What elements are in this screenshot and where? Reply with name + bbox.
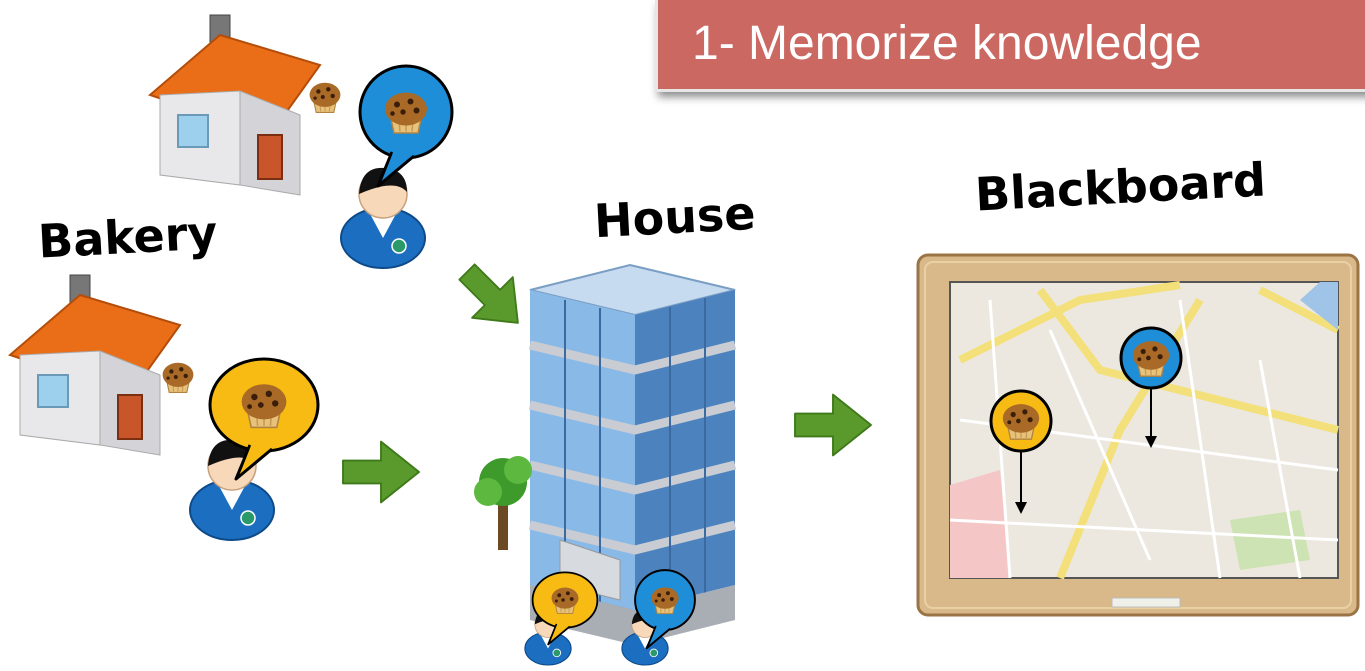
tree-icon bbox=[474, 456, 532, 550]
arrow-right-icon bbox=[794, 393, 872, 457]
map-pin-icon-yellow bbox=[989, 389, 1053, 514]
arrow-right-icon bbox=[445, 250, 540, 345]
arrow-right-icon bbox=[342, 440, 420, 504]
speech-bubble-blue-top bbox=[360, 66, 452, 186]
title-text: 1- Memorize knowledge bbox=[692, 17, 1202, 70]
bakery-house-bottom bbox=[9, 274, 194, 456]
title-banner: 1- Memorize knowledge bbox=[655, 0, 1365, 92]
bakery-house-top bbox=[149, 14, 341, 196]
muffin-icon bbox=[162, 362, 194, 393]
map-pin-icon-blue bbox=[1119, 326, 1183, 448]
muffin-icon bbox=[309, 82, 341, 113]
